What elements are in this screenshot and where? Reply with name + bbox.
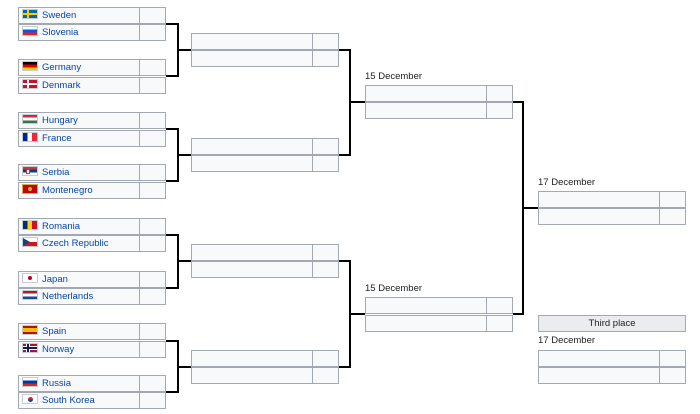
south-korea-flag-icon (22, 394, 38, 404)
team-name[interactable]: France (42, 133, 72, 144)
third-place-date: 17 December (538, 335, 596, 346)
spain-flag-icon (22, 325, 38, 335)
norway-flag-icon (22, 343, 38, 353)
team-slot: Hungary (18, 112, 166, 129)
team-slot: Germany (18, 59, 166, 76)
denmark-flag-icon (22, 79, 38, 89)
empty-slot (191, 33, 339, 50)
france-flag-icon (22, 132, 38, 142)
team-slot: Netherlands (18, 288, 166, 305)
team-slot: South Korea (18, 392, 166, 409)
empty-slot (191, 155, 339, 172)
team-name[interactable]: South Korea (42, 395, 95, 406)
germany-flag-icon (22, 61, 38, 71)
team-slot: Japan (18, 271, 166, 288)
team-name[interactable]: Slovenia (42, 27, 79, 38)
empty-slot (191, 261, 339, 278)
team-name[interactable]: Montenegro (42, 185, 93, 196)
team-name[interactable]: Denmark (42, 80, 81, 91)
czech-flag-icon (22, 237, 38, 247)
empty-slot (365, 85, 513, 102)
team-name[interactable]: Netherlands (42, 291, 94, 302)
empty-slot (365, 102, 513, 119)
romania-flag-icon (22, 220, 38, 230)
team-slot: Romania (18, 218, 166, 235)
hungary-flag-icon (22, 114, 38, 124)
team-name[interactable]: Sweden (42, 10, 77, 21)
empty-slot (191, 50, 339, 67)
japan-flag-icon (22, 273, 38, 283)
montenegro-flag-icon (22, 184, 38, 194)
team-name[interactable]: Hungary (42, 115, 78, 126)
team-name[interactable]: Japan (42, 274, 68, 285)
semifinal-date: 15 December (365, 283, 423, 294)
team-slot: Slovenia (18, 24, 166, 41)
russia-flag-icon (22, 377, 38, 387)
team-slot: Czech Republic (18, 235, 166, 252)
team-slot: Montenegro (18, 182, 166, 199)
empty-slot (538, 191, 686, 208)
empty-slot (191, 138, 339, 155)
team-slot: Spain (18, 323, 166, 340)
team-name[interactable]: Russia (42, 378, 72, 389)
team-name[interactable]: Romania (42, 221, 81, 232)
empty-slot (365, 297, 513, 314)
team-slot: Serbia (18, 164, 166, 181)
slovenia-flag-icon (22, 26, 38, 36)
semifinal-date: 15 December (365, 71, 423, 82)
netherlands-flag-icon (22, 290, 38, 300)
team-name[interactable]: Norway (42, 344, 75, 355)
team-slot: Denmark (18, 77, 166, 94)
team-name[interactable]: Spain (42, 326, 67, 337)
team-name[interactable]: Czech Republic (42, 238, 109, 249)
team-name[interactable]: Germany (42, 62, 82, 73)
team-slot: Russia (18, 375, 166, 392)
empty-slot (538, 367, 686, 384)
serbia-flag-icon (22, 166, 38, 176)
empty-slot (191, 367, 339, 384)
empty-slot (191, 350, 339, 367)
team-name[interactable]: Serbia (42, 167, 70, 178)
final-date: 17 December (538, 177, 596, 188)
team-slot: Sweden (18, 7, 166, 24)
empty-slot (365, 315, 513, 332)
empty-slot (538, 208, 686, 225)
team-slot: France (18, 130, 166, 147)
sweden-flag-icon (22, 9, 38, 19)
team-slot: Norway (18, 341, 166, 358)
third-place-header: Third place (538, 315, 686, 332)
empty-slot (538, 350, 686, 367)
empty-slot (191, 244, 339, 261)
